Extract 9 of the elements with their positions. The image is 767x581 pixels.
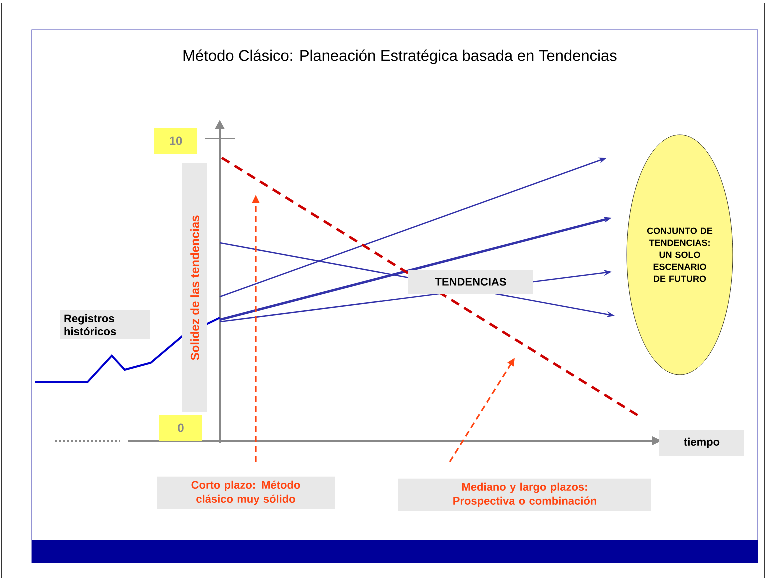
slide-title: Método Clásico: Planeación Estratégica basada en Tendencias [184, 50, 617, 64]
axis-title: Solidez de las tendencias [182, 164, 208, 412]
text-box: Mediano y largo plazos: Prospectiva o combinación [398, 478, 652, 512]
text-box: TENDENCIAS [408, 270, 534, 294]
axis-value: 0 [160, 415, 202, 441]
axis-value: 10 [154, 128, 198, 154]
text-box: Registros históricos [60, 310, 150, 340]
text-box: Corto plazo: Método clásico muy sólido [157, 476, 335, 510]
axis-title: tiempo [660, 430, 744, 456]
